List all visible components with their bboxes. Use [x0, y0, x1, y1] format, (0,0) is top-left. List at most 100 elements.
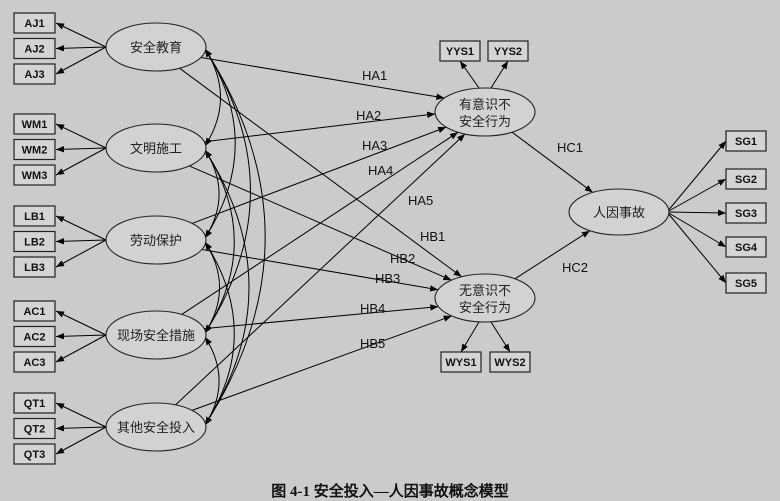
construct-label: 无意识不: [459, 283, 511, 299]
indicator-label: QT1: [24, 398, 45, 410]
latent-construct: 其他安全投入: [105, 402, 207, 452]
loading-arrow: [666, 209, 727, 217]
loading-arrow: [55, 45, 107, 52]
indicator-box: SG3: [725, 202, 767, 224]
indicator-box: SG2: [725, 168, 767, 190]
indicator-box: YYS1: [439, 40, 481, 62]
path-arrow-hb3: [201, 249, 439, 292]
indicator-box: QT1: [13, 392, 56, 414]
indicator-label: WYS1: [445, 357, 476, 369]
construct-label: 安全行为: [459, 114, 511, 130]
covariance-curve: [204, 241, 235, 426]
path-label: HB3: [375, 271, 400, 286]
covariance-curve: [204, 48, 221, 147]
loading-arrow: [666, 140, 727, 213]
indicator-box: QT3: [13, 443, 56, 465]
construct-label: 安全行为: [459, 300, 511, 316]
loading-arrow: [55, 310, 107, 336]
path-label: HB4: [360, 301, 385, 316]
construct-label: 文明施工: [130, 142, 182, 157]
construct-label: 现场安全措施: [117, 328, 195, 344]
construct-label: 安全教育: [130, 40, 182, 56]
indicator-box: LB2: [13, 230, 56, 253]
indicator-box: LB1: [13, 205, 56, 227]
indicator-box: WM1: [13, 113, 56, 135]
loading-arrow: [55, 402, 107, 428]
latent-construct: 劳动保护: [105, 215, 207, 265]
covariance-curve: [204, 336, 220, 426]
path-arrow-hc2: [514, 230, 591, 280]
construct-label: 劳动保护: [130, 233, 182, 249]
indicator-box: SG4: [725, 236, 767, 258]
indicator-box: AJ1: [13, 12, 56, 34]
loading-arrow: [55, 147, 107, 176]
indicator-label: WM3: [22, 170, 48, 182]
indicator-label: WYS2: [494, 357, 525, 369]
path-label: HB5: [360, 336, 385, 351]
indicator-box: YYS2: [487, 40, 529, 62]
path-label: HB2: [390, 251, 415, 266]
indicator-box: AJ2: [13, 37, 56, 60]
construct-label: 有意识不: [459, 97, 511, 113]
covariance-curve: [204, 241, 220, 334]
loading-arrow: [55, 333, 107, 340]
path-arrow-hb4: [204, 304, 439, 330]
path-label: HC2: [562, 260, 588, 275]
covariance-curve: [204, 48, 266, 426]
latent-construct: 文明施工: [105, 123, 207, 173]
indicator-label: AJ1: [24, 18, 44, 30]
indicator-box: LB3: [13, 256, 56, 278]
loading-arrow: [55, 215, 107, 241]
indicator-box: SG1: [725, 130, 767, 152]
loading-arrow: [666, 211, 727, 284]
indicator-label: WM2: [22, 145, 48, 157]
covariance-curve: [204, 48, 251, 334]
path-label: HA1: [362, 68, 387, 83]
indicator-label: LB2: [24, 237, 45, 249]
indicator-label: SG3: [735, 208, 757, 220]
path-label: HA2: [356, 108, 381, 123]
loading-arrow: [55, 238, 107, 245]
loading-arrow: [55, 425, 107, 432]
loading-arrow: [666, 211, 727, 248]
path-arrow-ha2: [204, 111, 436, 143]
path-arrow-ha1: [200, 56, 445, 100]
latent-construct: 现场安全措施: [105, 310, 207, 360]
path-label: HA3: [362, 138, 387, 153]
indicator-label: AC1: [23, 306, 45, 318]
indicator-label: QT3: [24, 449, 45, 461]
indicator-label: QT2: [24, 424, 45, 436]
indicator-label: LB1: [24, 211, 45, 223]
indicator-box: AC1: [13, 300, 56, 322]
outcome-construct: 人因事故: [568, 188, 670, 236]
loading-arrow: [55, 22, 107, 48]
path-label: HC1: [557, 140, 583, 155]
indicator-box: WYS1: [440, 351, 482, 373]
loading-arrow: [55, 239, 107, 268]
indicator-box: AC3: [13, 351, 56, 373]
indicator-label: YYS1: [446, 46, 474, 58]
loading-arrow: [55, 146, 107, 153]
loading-arrow: [490, 321, 511, 353]
loading-arrow: [55, 334, 107, 363]
indicator-label: AC3: [23, 357, 45, 369]
path-arrow-hb2: [189, 165, 452, 281]
loading-arrow: [55, 426, 107, 455]
path-label: HA4: [368, 163, 393, 178]
path-label: HB1: [420, 229, 445, 244]
covariance-curve: [204, 149, 220, 239]
indicator-label: SG5: [735, 278, 757, 290]
indicator-box: QT2: [13, 417, 56, 440]
indicator-label: LB3: [24, 262, 45, 274]
indicator-box: AJ3: [13, 63, 56, 85]
indicator-box: SG5: [725, 272, 767, 294]
indicator-box: WM2: [13, 138, 56, 161]
path-arrow-hb5: [191, 315, 452, 411]
indicator-label: SG2: [735, 174, 757, 186]
figure-caption: 图 4-1 安全投入—人因事故概念模型: [271, 484, 509, 500]
loading-arrow: [55, 123, 107, 149]
indicator-box: AC2: [13, 325, 56, 348]
loading-arrow: [459, 60, 480, 89]
